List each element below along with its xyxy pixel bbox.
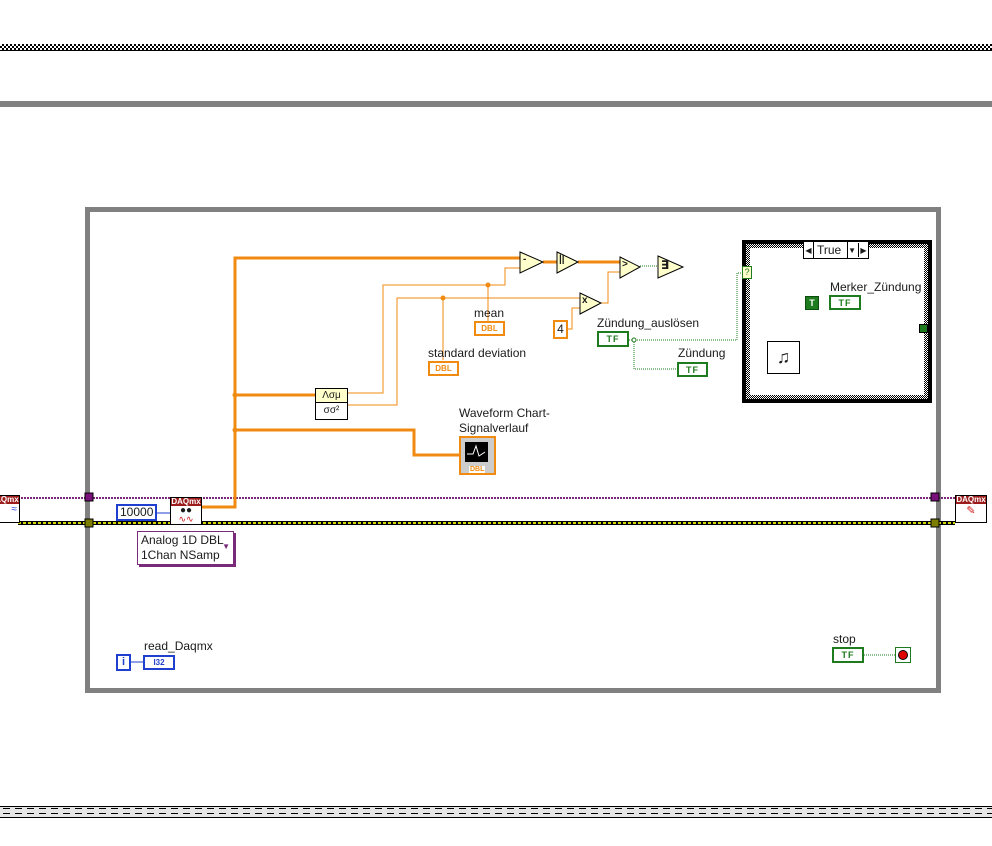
subtract-node[interactable] [519, 251, 545, 274]
constant-four[interactable]: 4 [553, 320, 568, 339]
case-dropdown-icon[interactable]: ▼ [848, 245, 856, 255]
case-output-tunnel[interactable] [919, 324, 928, 333]
stop-label: stop [833, 632, 856, 646]
greater-symbol: > [622, 259, 628, 270]
read-daqmx-indicator[interactable]: I32 [143, 655, 175, 670]
daqmx-clear-task-vi[interactable]: DAQmx ✎ [955, 495, 987, 523]
daqmx-start-task-vi[interactable]: DAQmx ≈ [0, 495, 20, 523]
daqmx-left-header: DAQmx [0, 496, 19, 504]
merker-zuendung-label: Merker_Zündung [830, 280, 922, 294]
frame-divider [0, 101, 992, 107]
merker-zuendung-type: TF [838, 297, 852, 308]
stats-vi-bottom: σσ² [323, 405, 340, 416]
daqmx-right-header: DAQmx [956, 495, 986, 504]
waveform-chart-label-line2: Signalverlauf [459, 421, 529, 435]
true-constant[interactable]: T [805, 296, 819, 310]
stop-if-true-icon [899, 651, 907, 659]
stats-output-wires[interactable] [347, 267, 620, 406]
exists-symbol: ∃ [661, 258, 670, 272]
sequence-frame-top-border [0, 44, 992, 51]
error-tunnel-left[interactable] [84, 518, 94, 528]
read-daqmx-type: I32 [153, 658, 165, 667]
stddev-type: DBL [435, 364, 452, 373]
eraser-icon: ✎ [966, 505, 976, 517]
zuendung-label: Zündung [678, 346, 726, 360]
daqmx-read-vi[interactable]: DAQmx ●● ∿∿ [170, 497, 202, 525]
zuendung-ausloesen-type: TF [606, 334, 620, 344]
next-case-icon[interactable]: ▶ [858, 243, 868, 257]
glasses-icon: ●● [179, 505, 193, 516]
case-selector[interactable]: ◀ True ▼ ▶ [803, 241, 869, 259]
read-mode-polymorphic-selector[interactable]: Analog 1D DBL 1Chan NSamp ▼ [137, 531, 234, 565]
multiply-node[interactable] [579, 292, 603, 315]
stop-type: TF [841, 650, 855, 660]
zuendung-ausloesen-label: Zündung_auslösen [597, 316, 700, 330]
case-selector-value: True [813, 242, 849, 258]
film-holes [0, 808, 992, 814]
standard-deviation-indicator[interactable]: DBL [428, 361, 459, 376]
waveform-chart-terminal[interactable]: DBL [459, 436, 496, 475]
zuendung-ausloesen-control[interactable]: TF [597, 331, 629, 347]
mean-label: mean [474, 306, 505, 320]
waveform-icon: ≈ [11, 504, 18, 515]
merker-zuendung-indicator[interactable]: TF [829, 295, 861, 310]
zuendung-indicator[interactable]: TF [677, 362, 708, 377]
signal-icon: ∿∿ [178, 514, 194, 524]
dropdown-arrow-icon[interactable]: ▼ [222, 542, 230, 551]
beep-sound-icon[interactable]: ♫ [767, 341, 800, 374]
subtract-symbol: - [523, 254, 527, 265]
std-dev-variance-vi[interactable]: Λσμ σσ² [315, 388, 348, 420]
loop-condition-terminal[interactable] [895, 647, 911, 663]
while-loop[interactable] [85, 207, 941, 693]
chart-type: DBL [469, 466, 486, 473]
read-mode-line1: Analog 1D DBL [141, 533, 224, 547]
or-array-elements-node[interactable] [657, 255, 685, 279]
stats-vi-top: Λσμ [316, 389, 347, 403]
waveform-chart-label-line1: Waveform Chart- [459, 406, 550, 420]
task-tunnel-right[interactable] [930, 492, 940, 502]
samples-per-channel-constant[interactable]: 10000 [116, 504, 158, 521]
chart-graph-icon [465, 442, 488, 462]
prev-case-icon[interactable]: ◀ [805, 245, 812, 255]
zuendung-type: TF [686, 364, 699, 375]
mean-indicator[interactable]: DBL [474, 321, 505, 336]
multiply-symbol: x [582, 295, 588, 306]
stop-control[interactable]: TF [832, 647, 864, 663]
true-constant-value: T [809, 298, 815, 308]
case-selector-terminal[interactable]: ? [742, 266, 752, 279]
error-tunnel-right[interactable] [930, 518, 940, 528]
read-mode-line2: 1Chan NSamp [141, 548, 220, 562]
read-daqmx-label: read_Daqmx [144, 639, 213, 653]
daqmx-read-header: DAQmx [171, 497, 201, 506]
standard-deviation-label: standard deviation [428, 346, 527, 360]
absolute-value-node[interactable] [556, 251, 580, 274]
mean-type: DBL [481, 324, 498, 333]
abs-symbol: || [559, 254, 565, 265]
task-tunnel-left[interactable] [84, 492, 94, 502]
data-array-wire[interactable] [200, 256, 620, 509]
greater-than-node[interactable] [619, 256, 642, 279]
iteration-terminal[interactable]: i [116, 654, 131, 671]
